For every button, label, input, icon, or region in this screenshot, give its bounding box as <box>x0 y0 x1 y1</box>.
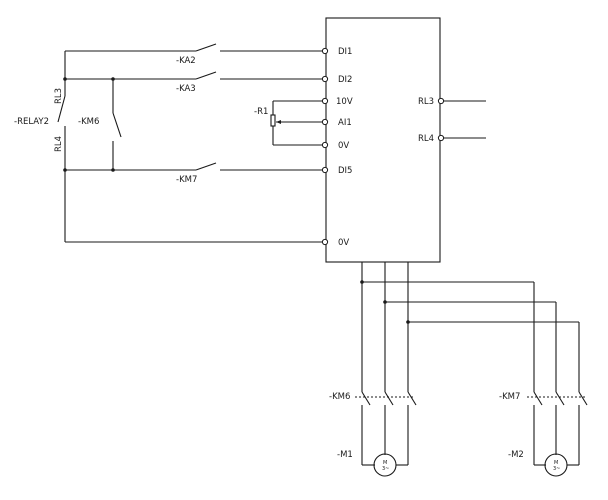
motor-m1-symbol-top: M <box>383 460 387 466</box>
contactor-km6-label: -KM6 <box>329 392 350 402</box>
contact-km7-label: -KM7 <box>176 175 197 185</box>
terminal-di2-label: DI2 <box>338 75 352 85</box>
terminal-10v-label: 10V <box>336 97 353 107</box>
relay2-label: -RELAY2 <box>14 117 49 127</box>
contact-ka3-label: -KA3 <box>176 84 196 94</box>
terminal-rl3-label: RL3 <box>418 97 434 107</box>
contactor-km7-label: -KM7 <box>499 392 520 402</box>
potentiometer-r1 <box>270 100 322 146</box>
potentiometer-label: -R1 <box>254 107 268 117</box>
control-wiring <box>57 43 322 243</box>
power-wiring <box>355 262 588 466</box>
motor-m2-label: -M2 <box>508 450 524 460</box>
motor-m1-symbol-bottom: 3~ <box>382 466 389 472</box>
drive-unit <box>325 17 441 263</box>
contact-km6-label: -KM6 <box>78 117 99 127</box>
drive-terminals <box>321 47 445 246</box>
terminal-0v-bottom-label: 0V <box>338 238 349 248</box>
terminal-di1-label: DI1 <box>338 47 352 57</box>
terminal-di5-label: DI5 <box>338 166 352 176</box>
terminal-ai1-label: AI1 <box>338 118 352 128</box>
terminal-rl4-label: RL4 <box>418 134 434 144</box>
motor-m2-symbol-top: M <box>554 460 558 466</box>
relay-rl4-label: RL4 <box>54 136 64 152</box>
motor-m2-symbol <box>544 453 568 477</box>
motor-m1-symbol <box>373 453 397 477</box>
contact-ka2-label: -KA2 <box>176 56 196 66</box>
relay-rl3-label: RL3 <box>54 88 64 104</box>
motor-m1-label: -M1 <box>337 450 353 460</box>
motor-m2-symbol-bottom: 3~ <box>553 466 560 472</box>
terminal-0v-label: 0V <box>338 141 349 151</box>
